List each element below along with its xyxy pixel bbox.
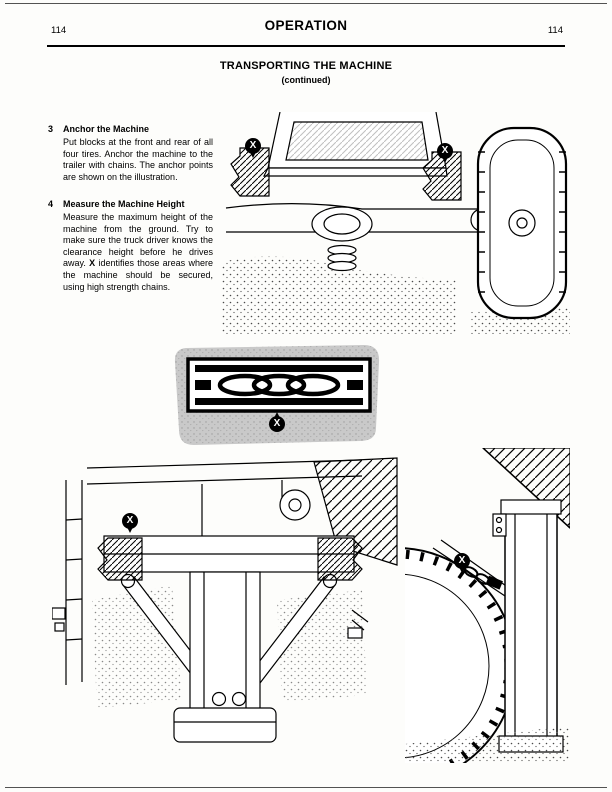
scan-border-bottom (5, 787, 607, 788)
page-number-right: 114 (547, 25, 563, 36)
header-rule (47, 45, 565, 47)
illustration-tire-column-anchor (405, 448, 570, 763)
scan-border-top (5, 3, 607, 4)
anchor-point-marker-chain: X (269, 412, 285, 432)
item-number: 3 (48, 124, 54, 134)
anchor-point-marker-corner: X (454, 553, 470, 573)
anchor-point-marker-hitch: X (122, 513, 138, 533)
section-title: TRANSPORTING THE MACHINE (219, 60, 393, 72)
illustration-machine-rear (222, 112, 570, 334)
item-number: 4 (48, 199, 54, 209)
item-heading: Anchor the Machine (63, 124, 150, 134)
item-body: Measure the maximum height of the machin… (63, 212, 213, 292)
page-number-left: 114 (51, 25, 67, 36)
section-subtitle: (continued) (281, 75, 331, 85)
illustration-underside-hitch (52, 457, 398, 743)
item-heading: Measure the Machine Height (63, 199, 185, 209)
anchor-point-marker-top-left: X (245, 138, 261, 158)
page-title: OPERATION (264, 18, 348, 33)
anchor-point-marker-top-right: X (437, 143, 453, 163)
item-body: Put blocks at the front and rear of all … (63, 137, 213, 182)
illustration-chain-closeup (174, 345, 380, 445)
